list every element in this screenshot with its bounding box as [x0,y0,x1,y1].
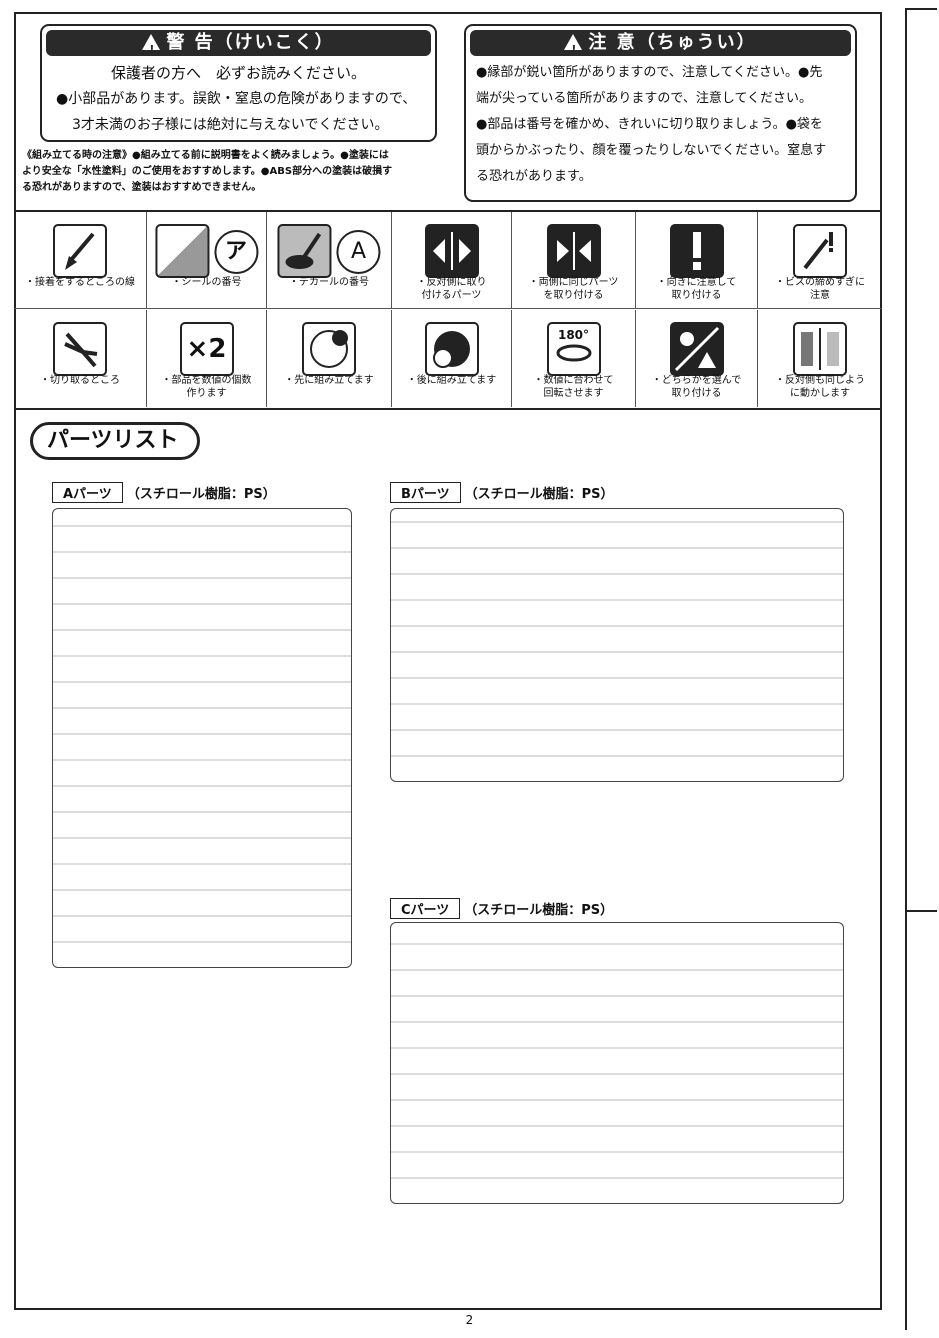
warning-line: 保護者の方へ 必ずお読みください。 [110,64,366,82]
symbol-caption: ・両側に同じパーツ を取り付ける [528,277,619,301]
symbol-glue: ・接着をするところの線 [14,212,147,309]
choose-one-icon [669,322,724,376]
symbol-caption: ・後に組み立てます [406,375,497,386]
symbol-assemble-first: ・先に組み立てます [267,310,392,407]
decal-icon [277,224,332,278]
symbol-legend: ・接着をするところの線 ア ・シールの番号 A ・デカールの番号 ・反対側に取り… [14,210,882,410]
nipper-icon [53,322,107,376]
screw-caution-icon [793,224,847,278]
symbol-screw: ・ビスの締めすぎに 注意 [758,212,882,309]
warning-line: ●小部品があります。誤飲・窒息の危険がありますので、 [56,91,417,107]
move-both-icon [793,322,847,376]
runner-c-image [390,922,844,1204]
symbol-caption: ・ビスの締めすぎに 注意 [775,277,865,301]
symbol-decal: A ・デカールの番号 [267,212,392,309]
rotate-icon: 180° [546,322,601,376]
symbol-caption: ・シールの番号 [171,277,242,288]
symbol-caption: ・切り取るところ [40,375,120,386]
runner-a-image [52,508,352,968]
warning-line: 3才未満のお子様には絶対に与えないでください。 [72,117,389,133]
parts-list-title: パーツリスト [30,422,200,460]
symbol-assemble-later: ・後に組み立てます [392,310,512,407]
sticker-number-glyph: ア [214,230,259,274]
assemble-later-icon [424,322,479,376]
page-frame [14,12,882,1310]
assembly-note: 《組み立てる時の注意》●組み立てる前に説明書をよく読みましょう。●塗装には より… [22,148,442,196]
symbol-caption: ・数値に合わせて 回転させます [533,375,614,399]
warning-title: !警 告（けいこく） [46,30,431,56]
runner-a-label: Aパーツ（スチロール樹脂：PS） [52,482,276,503]
sticker-icon [154,224,209,278]
symbol-move-both: ・反対側も同じよう に動かします [758,310,882,407]
caution-line: 頭からかぶったり、顔を覆ったりしないでください。窒息す [476,143,827,158]
assembly-note-line: る恐れがありますので、塗装はおすすめできません。 [22,182,262,193]
symbol-cut: ・切り取るところ [14,310,147,407]
symbol-both-sides: ・両側に同じパーツ を取り付ける [512,212,636,309]
warning-triangle-icon: ! [142,34,161,56]
symbol-caption: ・反対側に取り 付けるパーツ [416,277,487,301]
symbol-caption: ・向きに注意して 取り付ける [656,277,737,301]
warning-triangle-icon: ! [564,34,583,56]
caution-box: !注 意（ちゅうい） ●縁部が鋭い箇所がありますので、注意してください。●先 端… [464,24,857,202]
caution-line: る恐れがあります。 [476,169,592,184]
symbol-opposite: ・反対側に取り 付けるパーツ [392,212,512,309]
page-number: 2 [465,1313,474,1327]
symbol-caption: ・反対側も同じよう に動かします [775,375,865,399]
decal-number-glyph: A [336,230,381,274]
rotate-degree-label: 180° [557,328,590,342]
symbol-choose: ・どちらかを選んで 取り付ける [636,310,758,407]
multiply-icon: ×2 [179,322,234,376]
caution-line: ●縁部が鋭い箇所がありますので、注意してください。●先 [476,65,823,80]
symbol-caption: ・接着をするところの線 [25,277,135,288]
runner-c-label: Cパーツ（スチロール樹脂：PS） [390,898,613,919]
symbol-orientation: ・向きに注意して 取り付ける [636,212,758,309]
opposite-side-icon [424,224,479,278]
both-sides-icon [546,224,601,278]
runner-b-label: Bパーツ（スチロール樹脂：PS） [390,482,614,503]
symbol-caption: ・デカールの番号 [289,277,369,288]
caution-title: !注 意（ちゅうい） [470,30,851,56]
symbol-caption: ・どちらかを選んで 取り付ける [651,375,742,399]
caution-line: 端が尖っている箇所がありますので、注意してください。 [476,91,813,106]
warning-box: !警 告（けいこく） 保護者の方へ 必ずお読みください。 ●小部品があります。誤… [40,24,437,142]
assembly-note-line: より安全な「水性塗料」のご使用をおすすめします。●ABS部分への塗装は破損す [22,166,393,177]
symbol-caption: ・部品を数値の個数 作ります [161,375,252,399]
symbol-sticker: ア ・シールの番号 [147,212,267,309]
symbol-caption: ・先に組み立てます [284,375,374,386]
runner-b-image [390,508,844,782]
glue-brush-icon [53,224,107,278]
adjacent-page-edge [905,8,937,1330]
assemble-first-icon [302,322,356,376]
symbol-rotate: 180° ・数値に合わせて 回転させます [512,310,636,407]
exclamation-icon [669,224,724,278]
assembly-note-line: 《組み立てる時の注意》●組み立てる前に説明書をよく読みましょう。●塗装には [22,150,389,161]
symbol-multiply: ×2 ・部品を数値の個数 作ります [147,310,267,407]
caution-line: ●部品は番号を確かめ、きれいに切り取りましょう。●袋を [476,117,823,132]
